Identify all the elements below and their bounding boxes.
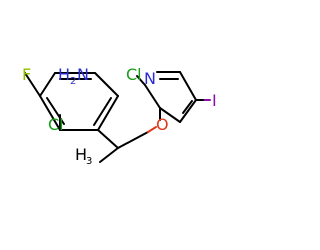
methyl-h-label: H: [75, 145, 87, 164]
molecule-svg: F H 2 N Cl N I Cl O H 3 C: [22, 65, 217, 167]
benzene-bond: [39, 95, 61, 131]
benzene-bond: [94, 72, 119, 97]
chiral-to-oxygen-bond: [117, 131, 149, 149]
structure-diagram: F H 2 N Cl N I Cl O H 3 C: [22, 65, 217, 167]
chlorine-left-label: Cl: [48, 115, 64, 134]
ring-to-chiral-bond: [97, 129, 119, 149]
amine-n-label: N: [77, 65, 89, 84]
oxygen-bond-segment: [147, 126, 157, 133]
oxygen-label: O: [156, 115, 169, 134]
pyridine-bond: [179, 99, 197, 123]
iodine-label: I: [212, 91, 217, 110]
benzene-double-bond: [93, 97, 112, 126]
pyridine-ring: [136, 71, 197, 123]
benzene-ring: [39, 72, 119, 131]
pyridine-double-bond: [182, 100, 193, 114]
chlorine-top-label: Cl: [126, 65, 142, 84]
pyridine-bond: [144, 84, 161, 109]
amine-subscript: 2: [70, 76, 76, 87]
pyridine-n-label: N: [144, 69, 156, 88]
pyridine-bond: [159, 107, 181, 123]
fluorine-bond: [24, 72, 41, 97]
amine-h-label: H: [58, 65, 70, 84]
methyl-subscript: 3: [86, 156, 92, 167]
fluorine-label: F: [22, 65, 31, 84]
benzene-bond: [97, 95, 119, 131]
methyl-bond: [99, 147, 119, 163]
benzene-bond: [39, 72, 56, 97]
pyridine-bond: [136, 75, 146, 86]
pyridine-bond: [179, 71, 197, 101]
benzene-double-bond: [46, 97, 65, 125]
